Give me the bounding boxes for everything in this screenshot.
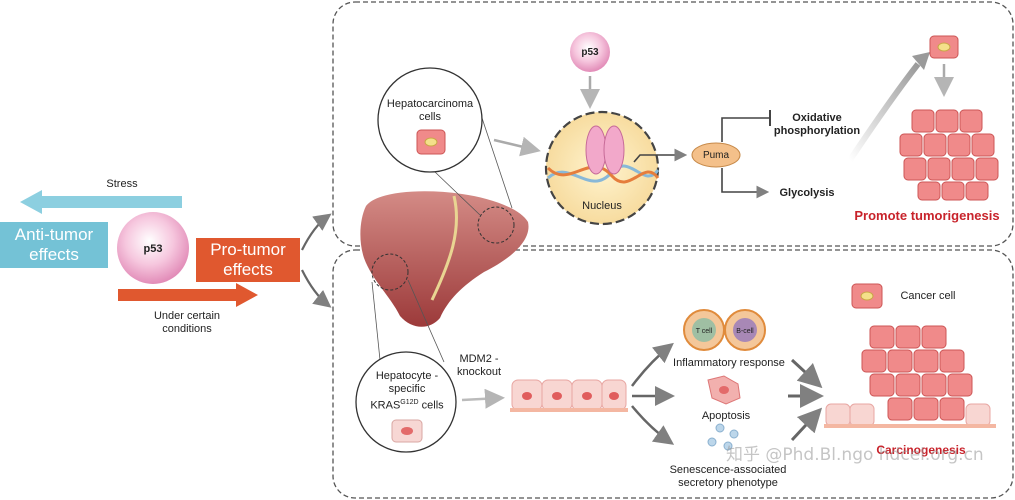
glycolysis-label: Glycolysis — [779, 187, 835, 199]
p53-central-label: p53 — [143, 243, 163, 255]
liver-zoom-bottom — [371, 253, 409, 291]
cell-layer — [510, 379, 628, 412]
kras-label-a: Hepatocyte -specific KRAS — [370, 370, 439, 412]
oxphos-label: Oxidative phosphorylation — [773, 112, 861, 137]
nucleus-label: Nucleus — [582, 200, 622, 212]
converge-arrow — [790, 407, 823, 442]
bottom-normal-layer — [824, 403, 996, 428]
pro-to-top-arrow — [301, 213, 332, 251]
apoptosis-label: Apoptosis — [701, 410, 751, 422]
liver-ligament — [430, 195, 458, 301]
hcc-to-nucleus-arrow — [493, 136, 541, 157]
bottom-tumor-mass — [861, 325, 973, 421]
puma-oval — [691, 142, 741, 168]
t-cell-label: T cell — [695, 328, 713, 335]
stress-arrow — [20, 190, 182, 214]
kras-superscript: G12D — [400, 399, 419, 406]
mdm2-label: MDM2 -knockout — [456, 353, 502, 378]
dna-strand — [546, 165, 660, 184]
p53-top-circle — [570, 32, 610, 72]
kras-label: Hepatocyte -specific KRASG12D cells — [364, 370, 450, 413]
pro-tumor-box: Pro-tumor effects — [196, 238, 300, 282]
top-panel-border — [332, 1, 1014, 247]
conditions-arrow — [118, 283, 258, 307]
stress-label: Stress — [106, 178, 138, 190]
carcinogenesis-label: Carcinogenesis — [876, 443, 966, 457]
b-cell-label: B-cell — [736, 328, 754, 335]
kras-to-layer-arrow — [461, 388, 505, 409]
bottom-panel-border — [332, 249, 1014, 499]
kras-label-b: cells — [418, 399, 444, 412]
watermark: 知乎 @Phd.Bl.ngo hdcel.org.cn — [726, 445, 984, 465]
puma-label: Puma — [702, 150, 730, 161]
anti-tumor-box: Anti-tumor effects — [0, 222, 108, 268]
up-arrow — [847, 62, 921, 162]
liver-zoom-top — [477, 206, 515, 244]
under-conditions-label: Under certain conditions — [153, 310, 221, 335]
kras-inset-circle — [355, 351, 457, 453]
top-tumor-mass — [899, 109, 999, 201]
liver-shape — [360, 191, 529, 327]
inflammatory-label: Inflammatory response — [673, 357, 785, 369]
cancer-cell-label: Cancer cell — [900, 290, 956, 302]
promote-label: Promote tumorigenesis — [854, 208, 1000, 223]
zoom-line — [407, 279, 445, 363]
zoom-line — [371, 281, 381, 361]
p53-dimer-left — [585, 125, 607, 175]
p53-central-circle — [117, 212, 189, 284]
senescence-label: Senescence-associated secretory phenotyp… — [669, 464, 787, 489]
puma-to-glycolysis-arrow — [721, 168, 770, 199]
p53-top-label: p53 — [581, 47, 599, 58]
converge-arrow — [790, 358, 823, 389]
pro-to-bottom-arrow — [301, 269, 332, 308]
hcc-inset-circle — [377, 67, 483, 173]
puma-inhibit-line — [721, 117, 770, 142]
nucleus-to-puma-arrow — [633, 148, 688, 163]
branch-down-arrow — [631, 405, 675, 445]
hcc-label: Hepatocarcinoma cells — [386, 98, 474, 123]
branch-up-arrow — [631, 342, 674, 387]
p53-dimer-right — [603, 125, 625, 175]
sasp-dots — [707, 423, 739, 451]
